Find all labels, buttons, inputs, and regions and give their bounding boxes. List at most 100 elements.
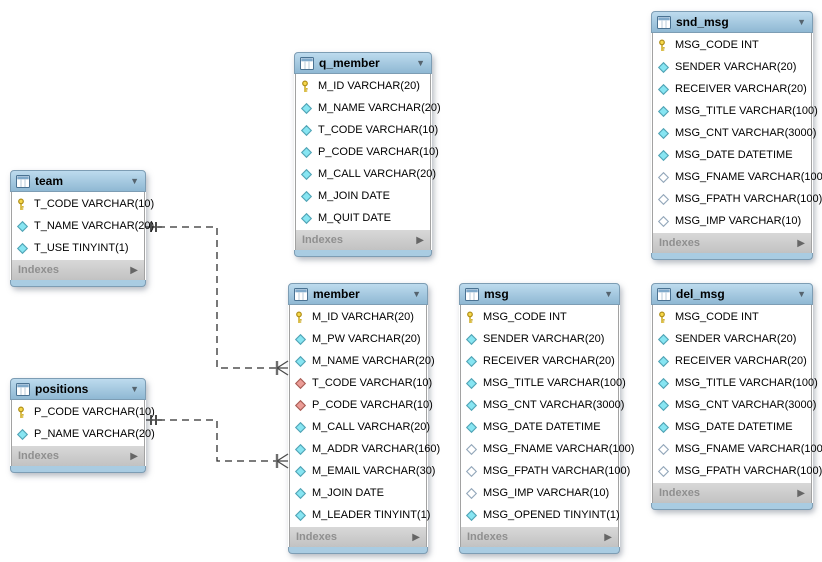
column-row[interactable]: M_EMAIL VARCHAR(30) [290,460,435,482]
expand-arrow-icon[interactable]: ▶ [416,234,424,246]
column-row[interactable]: MSG_OPENED TINYINT(1) [461,504,620,526]
column-row[interactable]: P_CODE VARCHAR(10) [296,141,439,163]
column-row[interactable]: MSG_TITLE VARCHAR(100) [461,372,626,394]
column-icon-wrap [465,377,478,390]
table-bottom-edge [288,547,428,554]
column-row[interactable]: M_ADDR VARCHAR(160) [290,438,440,460]
column-row[interactable]: MSG_CNT VARCHAR(3000) [461,394,624,416]
column-row[interactable]: MSG_CODE INT [461,306,618,328]
collapse-arrow-icon[interactable]: ▼ [797,289,806,299]
table-header[interactable]: team▼ [10,170,146,192]
table-header[interactable]: msg▼ [459,283,620,305]
column-row[interactable]: MSG_DATE DATETIME [461,416,618,438]
column-row[interactable]: MSG_CODE INT [653,306,811,328]
indexes-footer[interactable]: Indexes▶ [652,483,812,503]
table-icon [657,287,671,301]
table-bottom-edge [294,250,432,257]
column-icon-wrap [300,212,313,225]
table-icon-wrap [657,287,671,301]
column-row[interactable]: MSG_CNT VARCHAR(3000) [653,394,816,416]
table-name: member [313,287,360,301]
collapse-arrow-icon[interactable]: ▼ [797,17,806,27]
column-row[interactable]: P_CODE VARCHAR(10) [12,401,155,423]
column-icon-wrap [657,399,670,412]
collapse-arrow-icon[interactable]: ▼ [130,384,139,394]
column-row[interactable]: MSG_FNAME VARCHAR(100) [653,166,822,188]
collapse-arrow-icon[interactable]: ▼ [412,289,421,299]
column-row[interactable]: P_NAME VARCHAR(20) [12,423,155,445]
column-row[interactable]: M_NAME VARCHAR(20) [296,97,441,119]
table-columns: P_CODE VARCHAR(10)P_NAME VARCHAR(20) [11,400,155,446]
column-row[interactable]: M_CALL VARCHAR(20) [296,163,436,185]
column-row[interactable]: T_CODE VARCHAR(10) [296,119,438,141]
table-positions[interactable]: positions▼P_CODE VARCHAR(10)P_NAME VARCH… [10,378,155,473]
table-header[interactable]: positions▼ [10,378,146,400]
indexes-footer[interactable]: Indexes▶ [11,446,145,466]
column-row[interactable]: P_CODE VARCHAR(10) [290,394,433,416]
expand-arrow-icon[interactable]: ▶ [412,531,420,543]
connector-positions-to-member[interactable] [146,415,289,469]
column-row[interactable]: M_ID VARCHAR(20) [296,75,430,97]
expand-arrow-icon[interactable]: ▶ [130,264,138,276]
column-row[interactable]: MSG_TITLE VARCHAR(100) [653,372,818,394]
indexes-footer[interactable]: Indexes▶ [295,230,431,250]
column-row[interactable]: SENDER VARCHAR(20) [653,328,811,350]
column-row[interactable]: MSG_DATE DATETIME [653,416,811,438]
connector-team-to-member[interactable] [146,222,289,376]
column-icon-wrap [16,406,29,419]
column-row[interactable]: M_JOIN DATE [290,482,426,504]
column-row[interactable]: MSG_IMP VARCHAR(10) [653,210,811,232]
table-header[interactable]: snd_msg▼ [651,11,813,33]
column-icon-wrap [294,377,307,390]
column-row[interactable]: T_NAME VARCHAR(20) [12,215,154,237]
expand-arrow-icon[interactable]: ▶ [797,487,805,499]
collapse-arrow-icon[interactable]: ▼ [130,176,139,186]
column-row[interactable]: MSG_CNT VARCHAR(3000) [653,122,816,144]
table-member[interactable]: member▼M_ID VARCHAR(20)M_PW VARCHAR(20)M… [288,283,440,554]
column-row[interactable]: M_ID VARCHAR(20) [290,306,426,328]
collapse-arrow-icon[interactable]: ▼ [416,58,425,68]
indexes-footer[interactable]: Indexes▶ [460,527,619,547]
indexes-footer[interactable]: Indexes▶ [652,233,812,253]
column-row[interactable]: MSG_FPATH VARCHAR(100) [461,460,630,482]
indexes-footer[interactable]: Indexes▶ [289,527,427,547]
column-row[interactable]: SENDER VARCHAR(20) [461,328,618,350]
column-notnull-icon [657,105,670,117]
column-row[interactable]: MSG_TITLE VARCHAR(100) [653,100,818,122]
table-header[interactable]: q_member▼ [294,52,432,74]
column-row[interactable]: M_QUIT DATE [296,207,430,229]
collapse-arrow-icon[interactable]: ▼ [604,289,613,299]
column-row[interactable]: MSG_DATE DATETIME [653,144,811,166]
table-q_member[interactable]: q_member▼M_ID VARCHAR(20)M_NAME VARCHAR(… [294,52,441,257]
expand-arrow-icon[interactable]: ▶ [797,237,805,249]
column-row[interactable]: M_CALL VARCHAR(20) [290,416,430,438]
column-row[interactable]: M_LEADER TINYINT(1) [290,504,430,526]
table-header[interactable]: del_msg▼ [651,283,813,305]
column-row[interactable]: MSG_IMP VARCHAR(10) [461,482,618,504]
column-row[interactable]: M_JOIN DATE [296,185,430,207]
column-definition: T_CODE VARCHAR(10) [312,377,433,389]
column-row[interactable]: MSG_FPATH VARCHAR(100) [653,188,822,210]
column-row[interactable]: SENDER VARCHAR(20) [653,56,811,78]
column-row[interactable]: MSG_FNAME VARCHAR(100) [461,438,634,460]
column-row[interactable]: T_CODE VARCHAR(10) [290,372,432,394]
column-row[interactable]: T_USE TINYINT(1) [12,237,144,259]
column-row[interactable]: MSG_CODE INT [653,34,811,56]
table-header[interactable]: member ▼ [288,283,428,305]
expand-arrow-icon[interactable]: ▶ [604,531,612,543]
column-row[interactable]: M_PW VARCHAR(20) [290,328,426,350]
indexes-footer[interactable]: Indexes▶ [11,260,145,280]
column-row[interactable]: RECEIVER VARCHAR(20) [461,350,618,372]
column-row[interactable]: MSG_FPATH VARCHAR(100) [653,460,822,482]
column-row[interactable]: RECEIVER VARCHAR(20) [653,78,811,100]
column-row[interactable]: MSG_FNAME VARCHAR(100) [653,438,822,460]
column-row[interactable]: RECEIVER VARCHAR(20) [653,350,811,372]
column-row[interactable]: M_NAME VARCHAR(20) [290,350,435,372]
column-row[interactable]: T_CODE VARCHAR(10) [12,193,154,215]
table-team[interactable]: team▼T_CODE VARCHAR(10)T_NAME VARCHAR(20… [10,170,154,287]
expand-arrow-icon[interactable]: ▶ [130,450,138,462]
